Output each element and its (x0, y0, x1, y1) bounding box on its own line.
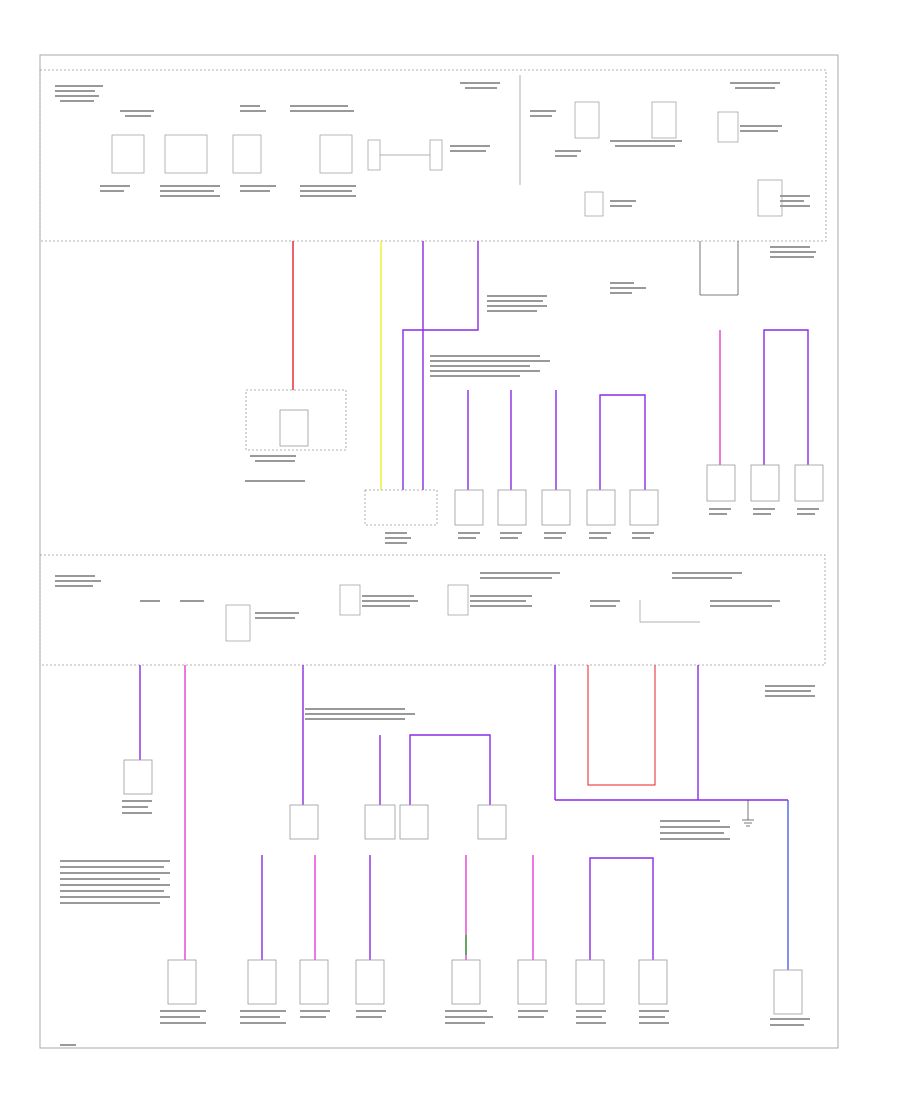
relay-1 (111, 134, 145, 174)
lower-components (123, 759, 803, 1015)
wire-violet-2 (402, 241, 479, 490)
ground-symbol (742, 800, 754, 827)
sensor-box-3 (247, 959, 277, 1005)
relay-3 (319, 134, 353, 174)
module-1 (289, 804, 319, 840)
wire-inj-45 (599, 394, 646, 490)
wire-low-13 (589, 857, 654, 960)
sensor-box-10 (773, 969, 803, 1015)
battery-sensor (279, 409, 309, 447)
relay-4 (367, 139, 381, 171)
wire-low-red-loop (587, 665, 656, 786)
ignition-coil-2 (750, 464, 780, 502)
relay-7 (651, 101, 677, 139)
sensor-box-7 (517, 959, 547, 1005)
fuse-1 (232, 134, 262, 174)
relay-9 (584, 191, 604, 217)
relay-2 (164, 134, 208, 174)
injector-3 (541, 489, 571, 526)
relay-mid-2 (339, 584, 361, 616)
page-frame (39, 54, 839, 1049)
injector-2 (497, 489, 527, 526)
sensor-box-2 (167, 959, 197, 1005)
ignition-coil-3 (794, 464, 824, 502)
engine-control-module (364, 489, 438, 526)
relay-6 (574, 101, 600, 139)
relay-mid-1 (225, 604, 251, 642)
top-fuse-block (39, 69, 827, 242)
module-4 (477, 804, 507, 840)
wire-right-23 (763, 329, 809, 465)
injector-4 (586, 489, 616, 526)
component-labels (60, 246, 819, 1046)
ignition-coil-1 (706, 464, 736, 502)
upper-components (245, 389, 824, 526)
upper-wires (292, 241, 809, 490)
sensor-box-8 (575, 959, 605, 1005)
sensor-box-5 (355, 959, 385, 1005)
sensor-box-1 (123, 759, 153, 795)
module-2 (364, 804, 396, 840)
relay-mid-3 (447, 584, 469, 616)
sensor-box-6 (451, 959, 481, 1005)
sensor-box-9 (638, 959, 668, 1005)
injector-5 (629, 489, 659, 526)
module-3 (399, 804, 429, 840)
injector-1 (454, 489, 484, 526)
relay-8 (717, 111, 739, 143)
sensor-box-4 (299, 959, 329, 1005)
middle-fuse-block (39, 554, 826, 666)
wire-low-5 (409, 734, 491, 805)
lower-wires (139, 665, 789, 970)
relay-10 (757, 179, 783, 217)
relay-5 (429, 139, 443, 171)
